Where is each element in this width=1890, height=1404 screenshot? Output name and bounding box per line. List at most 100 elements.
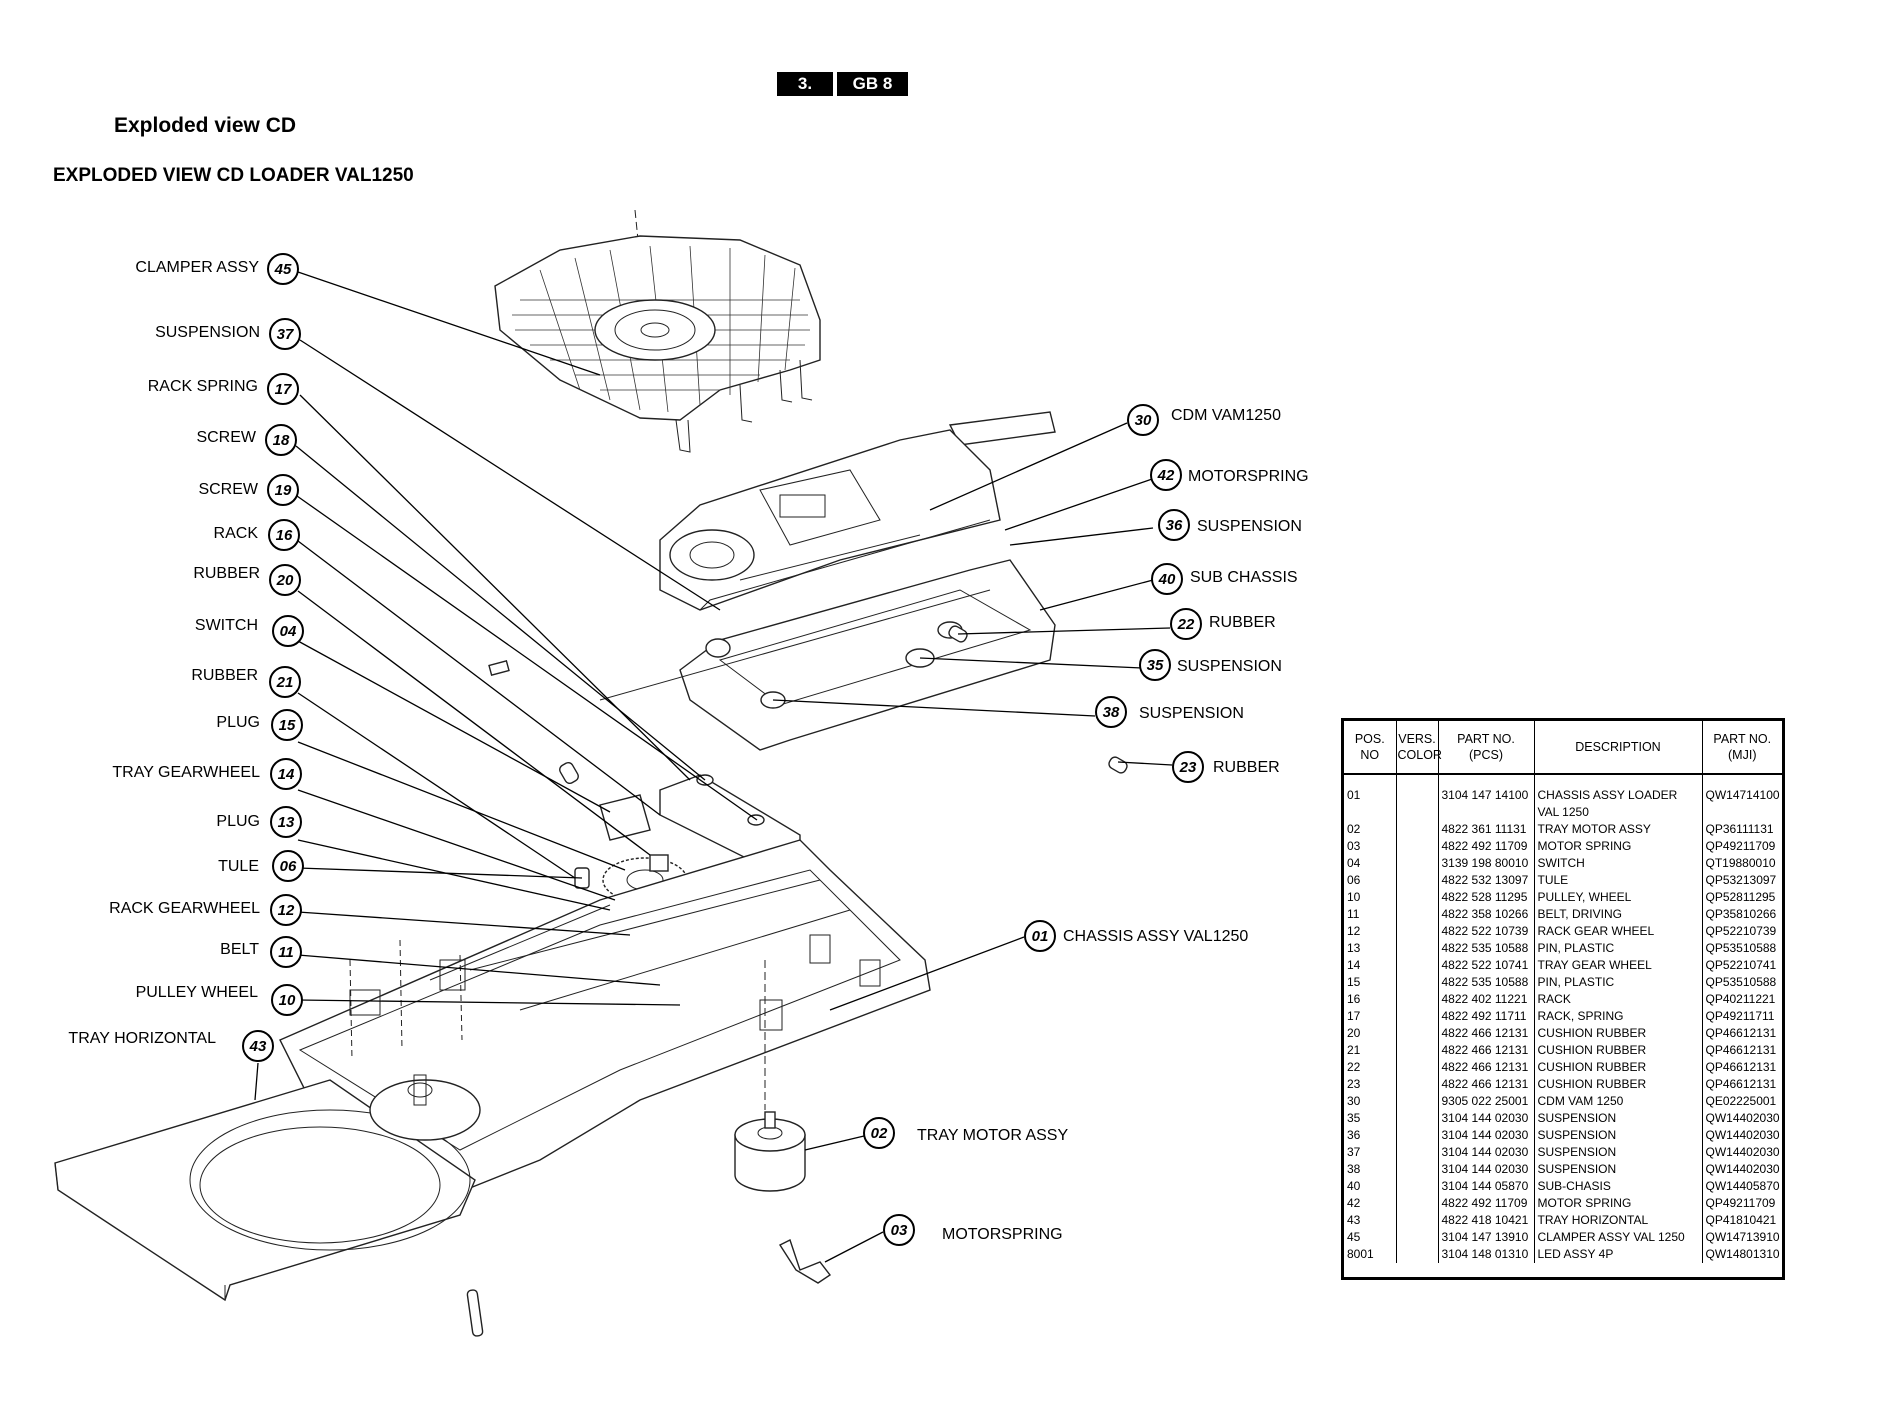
cell-part-no-mji: QP49211711: [1705, 1009, 1775, 1023]
cell-description: CDM VAM 1250: [1534, 1093, 1703, 1110]
cell-pos-no: 17: [1344, 1008, 1397, 1025]
cell-pos-no: 15: [1344, 974, 1397, 991]
callout-number: 43: [249, 1038, 267, 1055]
cell-part-no-pcs: 9305 022 25001: [1438, 1093, 1535, 1110]
callout-label: RUBBER: [191, 667, 258, 684]
callout-04: SWITCH 04: [195, 615, 304, 647]
callout-number: 45: [274, 261, 292, 278]
cell-part-no-pcs: 3104 148 01310: [1438, 1246, 1535, 1263]
callout-43: TRAY HORIZONTAL 43: [68, 1030, 274, 1062]
callout-38: 38 SUSPENSION: [1095, 696, 1244, 728]
cell-pos-no: 8001: [1344, 1246, 1397, 1263]
cell-description: CUSHION RUBBER: [1534, 1042, 1703, 1059]
callout-40: 40 SUB CHASSIS: [1151, 563, 1298, 595]
cell-description: RACK: [1534, 991, 1703, 1008]
view-title: EXPLODED VIEW CD LOADER VAL1250: [53, 165, 414, 186]
callout-number: 42: [1157, 467, 1175, 484]
callout-label: CHASSIS ASSY VAL1250: [1063, 928, 1248, 945]
callout-15: PLUG 15: [216, 709, 303, 741]
callout-number: 11: [278, 944, 294, 961]
cell-description: CLAMPER ASSY VAL 1250: [1534, 1229, 1703, 1246]
callout-30: 30 CDM VAM1250: [1127, 404, 1281, 436]
cell-part-no-mji: QP53510588: [1705, 941, 1777, 955]
callout-label: SUSPENSION: [1139, 705, 1244, 722]
cell-part-no-mji: QP52210739: [1705, 924, 1777, 938]
cell-description: SUSPENSION: [1534, 1127, 1703, 1144]
callout-label: SWITCH: [195, 617, 258, 634]
cell-pos-no: 43: [1344, 1212, 1397, 1229]
callout-label: CDM VAM1250: [1171, 407, 1281, 424]
callout-label: TULE: [218, 858, 259, 875]
cell-part-no-pcs: 4822 358 10266: [1438, 906, 1535, 923]
callout-18: SCREW 18: [196, 424, 297, 456]
cell-vers-color: [1396, 957, 1439, 974]
page-number-badge: 3.: [777, 72, 833, 96]
cell-vers-color: [1396, 940, 1439, 957]
callout-label: TRAY GEARWHEEL: [112, 764, 260, 781]
callout-13: PLUG 13: [216, 806, 302, 838]
cell-part-no-pcs: 3139 198 80010: [1438, 855, 1535, 872]
small-parts-drawing: [466, 625, 1128, 1337]
cell-part-no-mji: QP52811295: [1705, 890, 1776, 904]
callout-label: MOTORSPRING: [1188, 468, 1309, 485]
sub-chassis-drawing: [488, 559, 1056, 751]
callout-number: 14: [278, 766, 295, 783]
cell-description: CUSHION RUBBER: [1534, 1076, 1703, 1093]
callout-number: 23: [1179, 759, 1197, 776]
cdm-drawing: [659, 411, 1056, 611]
callout-36: 36 SUSPENSION: [1158, 509, 1302, 541]
callout-label: RACK SPRING: [148, 378, 258, 395]
cell-part-no-pcs: 3104 144 02030: [1438, 1161, 1535, 1178]
cell-part-no-pcs: [1438, 804, 1535, 821]
callout-number: 37: [277, 326, 294, 343]
table-row: VAL 1250: [1344, 804, 1782, 821]
cell-part-no-pcs: 4822 528 11295: [1438, 889, 1535, 906]
callout-number: 35: [1147, 657, 1164, 674]
callout-03: 03 MOTORSPRING: [883, 1214, 1063, 1246]
cell-pos-no: 21: [1344, 1042, 1397, 1059]
cell-description: TRAY MOTOR ASSY: [1534, 821, 1703, 838]
leader-lines: [254, 271, 1173, 1263]
cell-vers-color: [1396, 1059, 1439, 1076]
cell-vers-color: [1396, 1246, 1439, 1263]
callout-number: 16: [276, 527, 293, 544]
cell-pos-no: 02: [1344, 821, 1397, 838]
cell-pos-no: 38: [1344, 1161, 1397, 1178]
cell-pos-no: 12: [1344, 923, 1397, 940]
callout-number: 10: [279, 992, 296, 1009]
cell-part-no-mji: QW14714100: [1705, 788, 1780, 802]
callout-number: 06: [280, 858, 297, 875]
callout-06: TULE 06: [218, 850, 304, 882]
cell-part-no-mji: QW14713910: [1705, 1230, 1780, 1244]
cell-pos-no: 42: [1344, 1195, 1397, 1212]
cell-description: TULE: [1534, 872, 1703, 889]
cell-pos-no: 06: [1344, 872, 1397, 889]
cell-pos-no: 04: [1344, 855, 1397, 872]
callout-42: 42 MOTORSPRING: [1150, 459, 1309, 491]
callout-label: RUBBER: [1213, 759, 1280, 776]
cell-part-no-pcs: 4822 522 10739: [1438, 923, 1535, 940]
cell-description: BELT, DRIVING: [1534, 906, 1703, 923]
cell-pos-no: 14: [1344, 957, 1397, 974]
cell-part-no-mji: QW14402030: [1705, 1111, 1780, 1125]
cell-part-no-mji: QP46612131: [1705, 1026, 1777, 1040]
cell-part-no-pcs: 4822 418 10421: [1438, 1212, 1535, 1229]
cell-pos-no: 20: [1344, 1025, 1397, 1042]
cell-description: PIN, PLASTIC: [1534, 974, 1703, 991]
cell-description: SUB-CHASIS: [1534, 1178, 1703, 1195]
callout-10: PULLEY WHEEL 10: [136, 984, 303, 1016]
cell-pos-no: 01: [1344, 787, 1397, 804]
cell-vers-color: [1396, 1110, 1439, 1127]
